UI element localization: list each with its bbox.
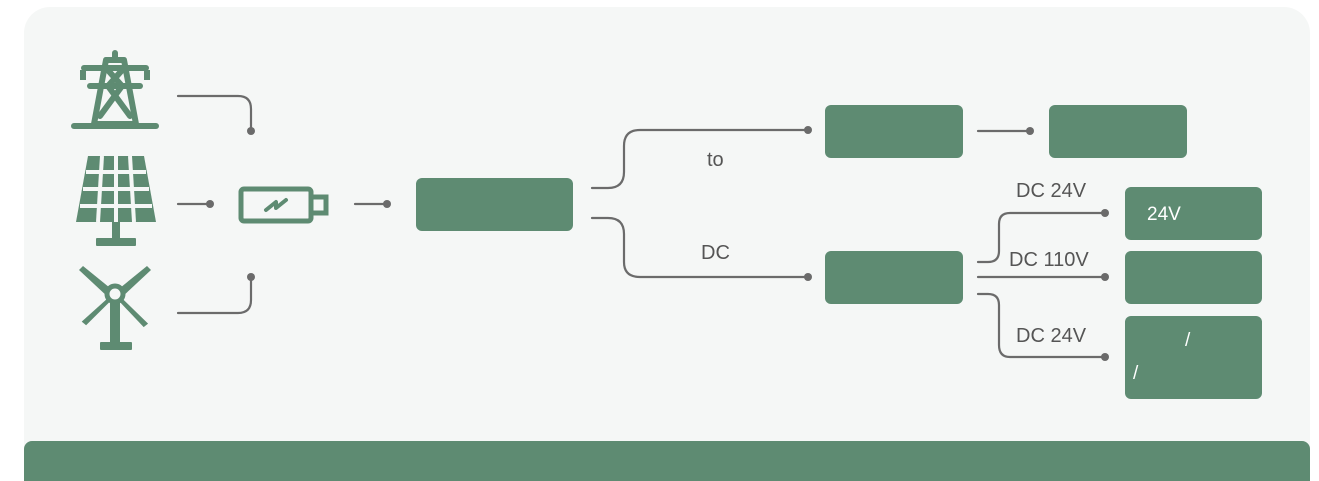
output-3-line2: /: [1133, 363, 1139, 384]
solar-panel-icon: [76, 155, 156, 246]
dot-out-2-end: [1101, 273, 1109, 281]
dot-turbine-end: [247, 273, 255, 281]
output-3-line1: /: [1185, 330, 1191, 351]
dot-battery-end: [383, 200, 391, 208]
output-24v-text: 24V: [1147, 204, 1181, 225]
out-2-label: DC 110V: [1009, 249, 1089, 271]
output-110v-box: [1125, 251, 1262, 304]
wire-turbine: [176, 276, 253, 315]
dot-solar-end: [206, 200, 214, 208]
battery-charging-icon: [238, 186, 329, 224]
upper-output-box: [1049, 105, 1187, 158]
diagram-panel: [24, 7, 1310, 477]
upper-converter-box: [825, 105, 963, 158]
lower-branch-label: DC: [701, 242, 730, 264]
wire-upper-branch: [590, 128, 809, 190]
dot-upper-chain-end: [1026, 127, 1034, 135]
output-24v-box: 24V: [1125, 187, 1262, 240]
output-24v-second-box: / /: [1125, 316, 1262, 399]
dot-pylon-end: [247, 127, 255, 135]
wind-turbine-icon: [79, 266, 151, 350]
wire-out-3: [976, 292, 1106, 359]
dot-out-3-end: [1101, 353, 1109, 361]
dot-out-1-end: [1101, 209, 1109, 217]
out-3-label: DC 24V: [1016, 325, 1087, 347]
dot-lower-branch-end: [804, 273, 812, 281]
upper-branch-label: to: [707, 149, 724, 171]
connector-lines: [176, 94, 1109, 361]
central-controller-box: [416, 178, 573, 231]
dot-upper-branch-end: [804, 126, 812, 134]
wire-pylon: [176, 94, 253, 132]
wire-out-1: [976, 211, 1106, 264]
out-1-label: DC 24V: [1016, 180, 1087, 202]
wire-lower-branch: [590, 216, 809, 279]
power-pylon-icon: [71, 50, 159, 129]
lower-converter-box: [825, 251, 963, 304]
